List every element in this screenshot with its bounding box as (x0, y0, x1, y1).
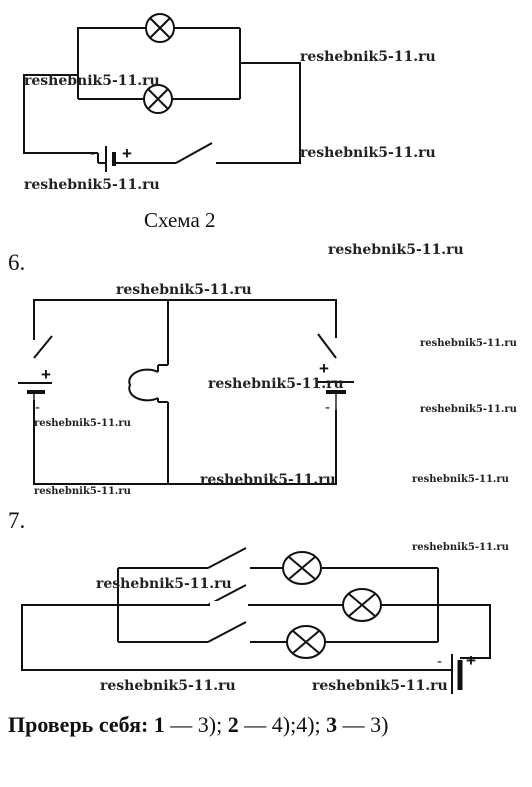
answer-number-3: 3 (326, 712, 338, 737)
watermark: reshebnik5-11.ru (300, 145, 436, 161)
watermark: reshebnik5-11.ru (96, 576, 232, 592)
plus-sign: + (122, 144, 132, 163)
answer-value-2: — 4);4); (244, 712, 321, 737)
lamp-icon (145, 13, 175, 43)
answer-label: Проверь себя: (8, 712, 149, 737)
task7-wire-outer (21, 604, 491, 671)
minus-sign: - (437, 653, 442, 670)
lamp-icon (143, 84, 173, 114)
battery-icon (318, 381, 354, 410)
scheme2-wire-right (216, 28, 301, 164)
watermark: reshebnik5-11.ru (412, 542, 509, 553)
plus-sign: + (41, 365, 51, 384)
minus-sign: - (35, 399, 40, 416)
watermark: reshebnik5-11.ru (412, 474, 509, 485)
bell-icon (128, 364, 168, 403)
answer-line: Проверь себя: 1 — 3); 2 — 4);4); 3 — 3) (8, 712, 388, 738)
watermark: reshebnik5-11.ru (420, 338, 517, 349)
task6-wire-bottom (33, 400, 337, 485)
battery-icon (18, 382, 52, 400)
task-number-6: 6. (8, 250, 25, 275)
watermark: reshebnik5-11.ru (116, 282, 252, 298)
task-number-7: 7. (8, 508, 25, 533)
scheme-caption: Схема 2 (144, 208, 216, 232)
answer-number-1: 1 (153, 712, 165, 737)
watermark: reshebnik5-11.ru (100, 678, 236, 694)
circuit-task-6: + - + - (18, 299, 354, 485)
task6-wire-top (33, 299, 337, 340)
watermark: reshebnik5-11.ru (24, 73, 160, 89)
circuit-scheme-2: - + (23, 13, 301, 172)
watermark: reshebnik5-11.ru (300, 49, 436, 65)
minus-sign: - (325, 399, 330, 416)
battery-icon (440, 650, 470, 694)
plus-sign: + (319, 359, 329, 378)
watermark: reshebnik5-11.ru (328, 242, 464, 258)
watermark: reshebnik5-11.ru (200, 472, 336, 488)
minus-sign: - (90, 145, 95, 162)
plus-sign: + (466, 651, 476, 670)
switch-icon (33, 335, 53, 359)
switch-icon (207, 547, 247, 569)
answer-value-1: — 3); (170, 712, 223, 737)
circuit-task-7: - + (21, 547, 491, 694)
watermark: reshebnik5-11.ru (34, 418, 131, 429)
watermark: reshebnik5-11.ru (208, 376, 344, 392)
answer-value-3: — 3) (342, 712, 389, 737)
switch-icon (175, 142, 213, 164)
watermark: reshebnik5-11.ru (24, 177, 160, 193)
watermark: reshebnik5-11.ru (312, 678, 448, 694)
watermark: reshebnik5-11.ru (34, 486, 131, 497)
scheme2-wires (23, 27, 146, 154)
lamp-icon (342, 588, 382, 622)
battery-icon (97, 146, 176, 172)
answer-number-2: 2 (227, 712, 239, 737)
switch-icon (317, 333, 337, 359)
switch-icon (207, 621, 247, 643)
watermark: reshebnik5-11.ru (420, 404, 517, 415)
lamp-icon (282, 551, 322, 585)
lamp-icon (286, 625, 326, 659)
